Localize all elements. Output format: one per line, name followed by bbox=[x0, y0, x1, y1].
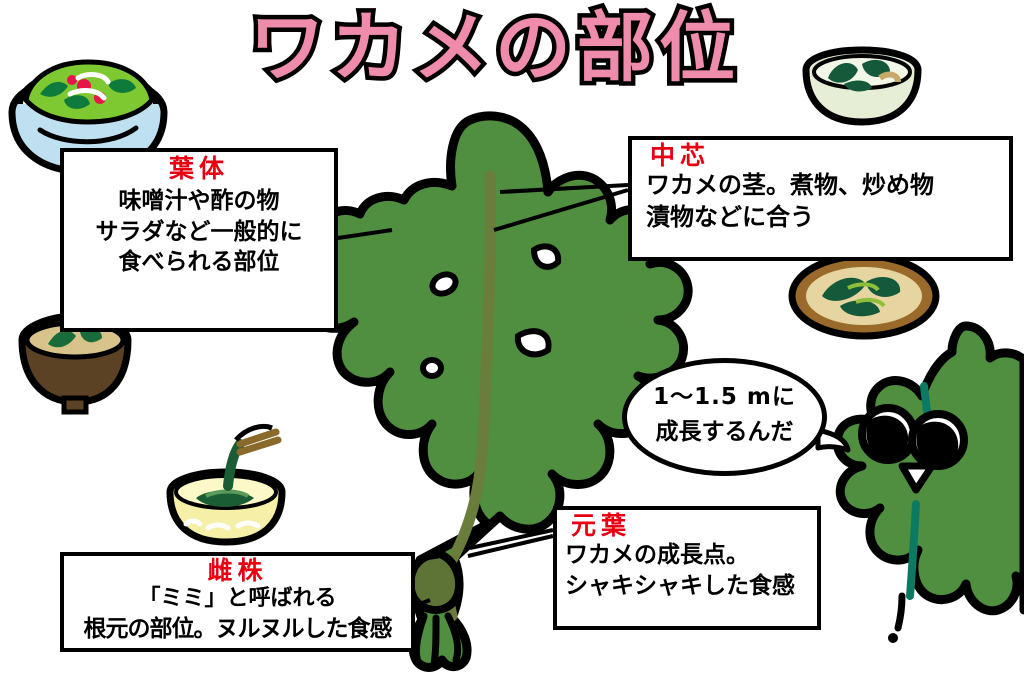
info-box-yotai-line-1: 味噌汁や酢の物 bbox=[118, 188, 280, 215]
info-box-yotai-title: 葉体 bbox=[168, 154, 229, 183]
info-box-motoha-line-2: シャキシャキした食感 bbox=[565, 572, 795, 599]
pickles-plate bbox=[788, 252, 940, 340]
info-box-mekabu: 雌株 「ミミ」と呼ばれる 根元の部位。ヌルヌルした食感 bbox=[60, 552, 415, 652]
info-box-motoha-line-1: ワカメの成長点。 bbox=[565, 542, 749, 569]
wakame-character bbox=[832, 321, 1024, 643]
info-box-yotai-line-3: 食べられる部位 bbox=[118, 249, 280, 276]
info-box-yotai-line-2: サラダなど一般的に bbox=[95, 218, 303, 245]
info-box-yotai-body: 味噌汁や酢の物 サラダなど一般的に 食べられる部位 bbox=[64, 186, 334, 278]
page-title: ワカメの部位 bbox=[245, 0, 741, 97]
info-box-motoha-title: 元葉 bbox=[571, 511, 632, 540]
info-box-chushin-title: 中芯 bbox=[650, 141, 711, 170]
info-box-chushin-line-1: ワカメの茎。煮物、炒め物 bbox=[646, 171, 934, 200]
info-box-mekabu-line-2: 根元の部位。ヌルヌルした食感 bbox=[83, 615, 393, 642]
info-box-mekabu-line-1: 「ミミ」と呼ばれる bbox=[138, 586, 337, 612]
simmered-dish-bowl bbox=[802, 46, 922, 126]
speech-bubble: 1〜1.5 mに 成長するんだ bbox=[622, 358, 827, 476]
speech-bubble-line-2: 成長するんだ bbox=[655, 418, 794, 445]
mekabu-bowl bbox=[166, 424, 286, 546]
speech-bubble-line-1: 1〜1.5 mに bbox=[653, 384, 796, 410]
info-box-motoha: 元葉 ワカメの成長点。 シャキシャキした食感 bbox=[553, 506, 821, 630]
info-box-yotai: 葉体 味噌汁や酢の物 サラダなど一般的に 食べられる部位 bbox=[60, 148, 338, 332]
info-box-mekabu-body: 「ミミ」と呼ばれる 根元の部位。ヌルヌルした食感 bbox=[64, 584, 411, 644]
speech-bubble-shape bbox=[622, 358, 827, 476]
info-box-chushin-body: ワカメの茎。煮物、炒め物 漬物などに合う bbox=[646, 170, 1009, 234]
info-box-mekabu-title: 雌株 bbox=[207, 556, 268, 585]
speech-bubble-text: 1〜1.5 mに 成長するんだ bbox=[622, 380, 827, 449]
info-box-chushin-line-2: 漬物などに合う bbox=[646, 203, 814, 232]
info-box-chushin: 中芯 ワカメの茎。煮物、炒め物 漬物などに合う bbox=[628, 136, 1013, 261]
info-box-motoha-body: ワカメの成長点。 シャキシャキした食感 bbox=[565, 540, 817, 601]
